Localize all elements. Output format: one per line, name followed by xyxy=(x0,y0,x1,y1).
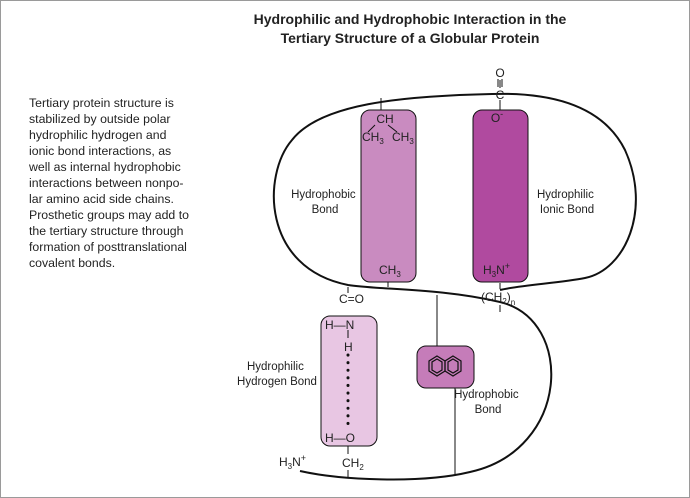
title-line-1: Hydrophilic and Hydrophobic Interaction … xyxy=(253,11,567,27)
description-line: stabilized by outside polar xyxy=(29,112,171,126)
naphthalene-ring-icon xyxy=(428,355,462,377)
description-line: interactions between nonpo- xyxy=(29,176,184,190)
h3n-terminal: H3N+ xyxy=(279,453,306,471)
polypeptide-chain xyxy=(272,92,637,481)
ch3-left: CH3 xyxy=(362,130,384,146)
description-line: ionic bond interactions, as xyxy=(29,144,172,158)
carbonyl-carbon: C xyxy=(496,88,505,102)
label-hydrophobic-bond-bottom: Hydrophobic Bond xyxy=(454,389,522,416)
label-hydrophobic-bond-top: Hydrophobic Bond xyxy=(291,189,359,216)
h-n-group: H—N xyxy=(325,318,354,332)
carbonyl-oxygen: O xyxy=(495,66,504,80)
ionic-bond-box xyxy=(472,109,529,283)
description-line: formation of posttranslational xyxy=(29,240,187,254)
ch-branch-right xyxy=(387,124,398,133)
description-line: Tertiary protein structure is xyxy=(29,96,174,110)
title-line-2: Tertiary Structure of a Globular Protein xyxy=(280,30,540,46)
ch3-right: CH3 xyxy=(392,130,414,146)
hydrophobic-bond-box-top xyxy=(360,109,417,283)
h3n-ionic: H3N+ xyxy=(483,261,510,279)
c-double-o: C=O xyxy=(339,292,364,306)
ch-group: CH xyxy=(376,112,393,126)
h-o-group: H—O xyxy=(325,431,355,445)
ch2n-group: (CH2)n xyxy=(481,290,515,307)
figure-title: Hydrophilic and Hydrophobic Interaction … xyxy=(200,10,620,48)
hydrogen-bond-box xyxy=(320,315,378,447)
description-line: Prosthetic groups may add to xyxy=(29,208,189,222)
label-hydrophilic-ionic-bond: Hydrophilic Ionic Bond xyxy=(537,189,597,216)
description-line: hydrophilic hydrogen and xyxy=(29,128,167,142)
description-line: covalent bonds. xyxy=(29,256,116,270)
description-line: the tertiary structure through xyxy=(29,224,184,238)
ch2-bottom: CH2 xyxy=(342,456,364,472)
description-text: Tertiary protein structure is stabilized… xyxy=(29,95,219,271)
h-mid: H xyxy=(344,340,353,354)
label-hydrophilic-hydrogen-bond: Hydrophilic Hydrogen Bond xyxy=(237,361,317,388)
ch3-bottom: CH3 xyxy=(379,263,401,279)
carboxylate-oxygen: O- xyxy=(491,109,503,125)
description-line: lar amino acid side chains. xyxy=(29,192,174,206)
ch-branch-left xyxy=(367,124,376,133)
description-line: well as internal hydrophobic xyxy=(29,160,181,174)
